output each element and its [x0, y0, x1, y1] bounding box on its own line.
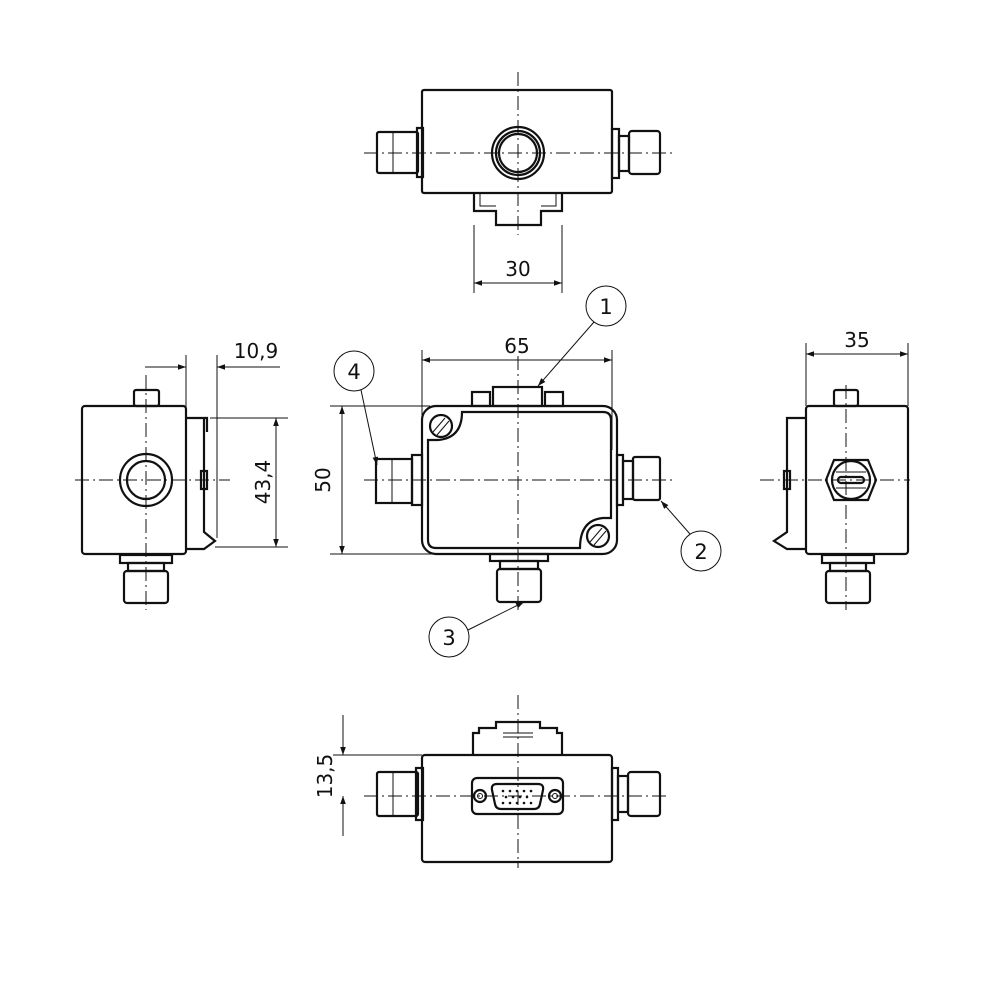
bottom-view: 13,5 [313, 695, 670, 868]
screw-icon [585, 523, 611, 549]
top-view: 30 [364, 72, 672, 293]
front-view: 65 50 1 2 3 4 [311, 285, 722, 658]
callout-3: 3 [428, 601, 525, 658]
d-sub-connector [470, 776, 565, 816]
din-clip [472, 193, 564, 227]
right-connector-2 [615, 453, 662, 507]
dim-label: 50 [311, 467, 335, 492]
dim-label: 30 [505, 257, 530, 281]
right-side-view: 35 [760, 328, 910, 610]
top-connector-1 [470, 385, 565, 408]
dimension-50: 50 [311, 405, 450, 555]
dimension-30: 30 [473, 225, 563, 293]
callout-4: 4 [333, 350, 379, 466]
dimension-65: 65 [421, 334, 613, 450]
left-connector [375, 126, 425, 179]
svg-text:3: 3 [442, 626, 455, 650]
svg-text:2: 2 [694, 540, 707, 564]
bottom-connector-3 [488, 552, 550, 604]
dim-label: 35 [844, 328, 869, 352]
dimension-35: 35 [805, 328, 909, 406]
right-connector [610, 127, 662, 180]
callout-1: 1 [537, 285, 627, 387]
cable-gland [490, 125, 546, 181]
dimension-10-9: 10,9 [145, 339, 280, 538]
dim-label: 10,9 [234, 339, 279, 363]
dim-label: 65 [504, 334, 529, 358]
svg-text:4: 4 [347, 360, 360, 384]
callout-2: 2 [660, 500, 722, 572]
dim-label: 43,4 [251, 460, 275, 505]
dimension-43-4: 43,4 [210, 417, 288, 548]
screw-icon [428, 413, 454, 439]
dim-label: 13,5 [313, 754, 337, 799]
dimension-13-5: 13,5 [313, 715, 422, 836]
svg-text:1: 1 [599, 295, 612, 319]
left-connector-4 [374, 453, 424, 507]
left-side-view: 10,9 43,4 [75, 339, 288, 610]
